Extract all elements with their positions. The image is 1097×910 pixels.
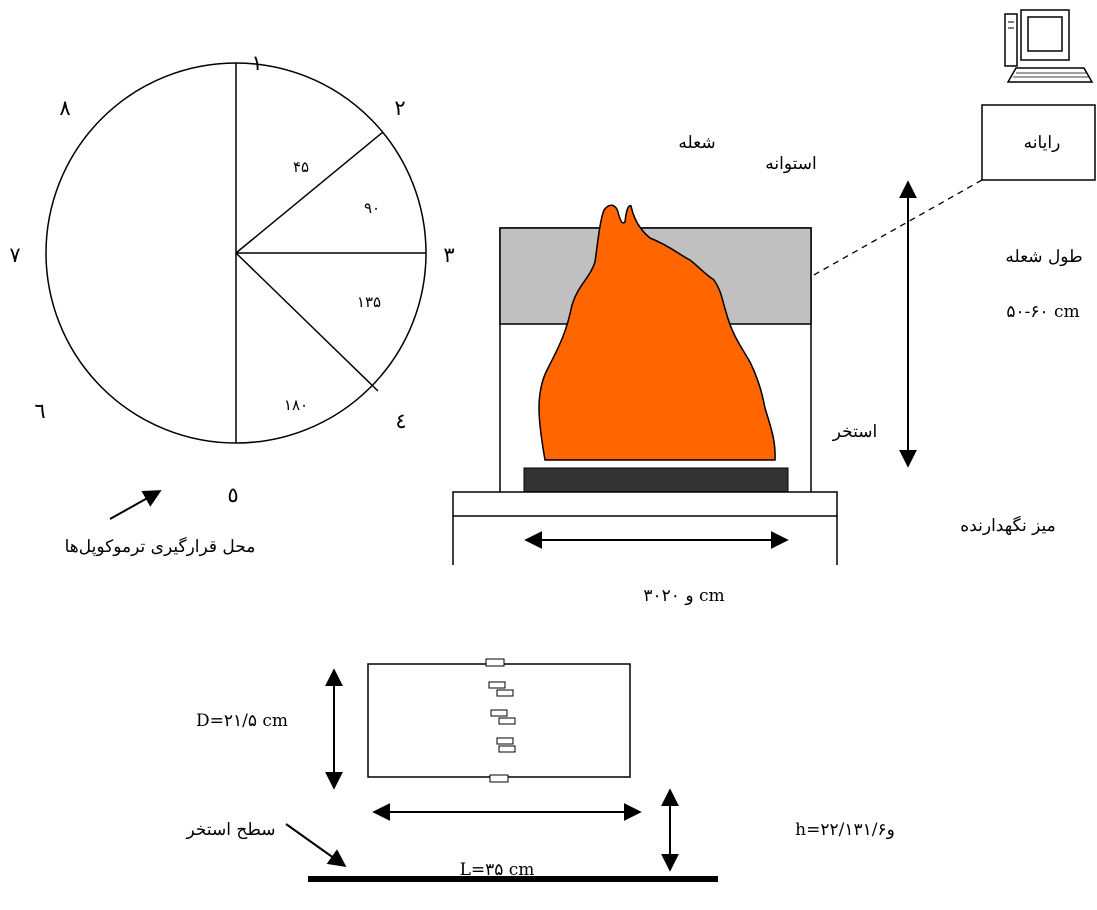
radius-line-135 [235, 252, 379, 392]
pool-surface-arrow [285, 823, 347, 868]
radius-line-45 [235, 131, 384, 254]
angle-45: ۴۵ [293, 158, 309, 176]
flame-length-label: طول شعله [1005, 247, 1082, 267]
height-label: h=۲۲/۱و۳۱/۶ [795, 820, 895, 840]
angle-90: ۹۰ [364, 199, 380, 217]
flame-length-value: ۵۰-۶۰ cm [1006, 302, 1079, 322]
diameter-label: D=۲۱/۵ cm [196, 711, 288, 731]
thermocouple-markers [485, 658, 516, 783]
pool-pan [523, 467, 789, 494]
cylinder-side-view: D=۲۱/۵ cm L=۳۵ cm h=۲۲/۱و۳۱/۶ سطح استخر [185, 658, 895, 882]
position-1: ١ [251, 51, 262, 75]
length-label: L=۳۵ cm [460, 860, 535, 880]
angle-180: ۱۸۰ [284, 396, 308, 414]
thermocouple-arrow [109, 490, 162, 520]
computer-box [981, 104, 1096, 181]
flame [538, 204, 776, 461]
position-6: ٦ [34, 399, 45, 423]
pool-size-label: ۳۰و ۲۰ cm [643, 586, 724, 606]
position-8: ٨ [59, 96, 70, 120]
cylinder-label: استوانه [765, 154, 816, 174]
position-3: ٣ [443, 243, 454, 267]
computer-label: رایانه [1024, 133, 1061, 153]
computer-icon [1004, 9, 1094, 83]
pool-surface-line [308, 876, 718, 882]
pool-label: استخر [832, 422, 877, 442]
position-4: ٤ [395, 409, 406, 433]
position-5: ٥ [227, 483, 238, 507]
position-2: ٢ [394, 96, 405, 120]
experimental-setup: ۳۰و ۲۰ cm شعله استوانه استخر میز نگهدارن… [452, 9, 1096, 606]
data-cable [811, 179, 983, 277]
position-7: ٧ [9, 243, 20, 267]
angle-135: ۱۳۵ [357, 293, 381, 311]
support-table-label: میز نگهدارنده [960, 515, 1055, 536]
support-table-top [452, 491, 838, 517]
thermocouple-circle-diagram: ١ ٢ ٣ ٤ ٥ ٦ ٧ ٨ ۴۵ ۹۰ ۱۳۵ ۱۸۰ محل قرارگی… [9, 51, 454, 557]
thermocouple-location-label: محل قرارگیری ترموکوپل‌ها [65, 536, 256, 557]
pool-surface-label: سطح استخر [185, 820, 275, 840]
flame-label: شعله [678, 133, 715, 153]
